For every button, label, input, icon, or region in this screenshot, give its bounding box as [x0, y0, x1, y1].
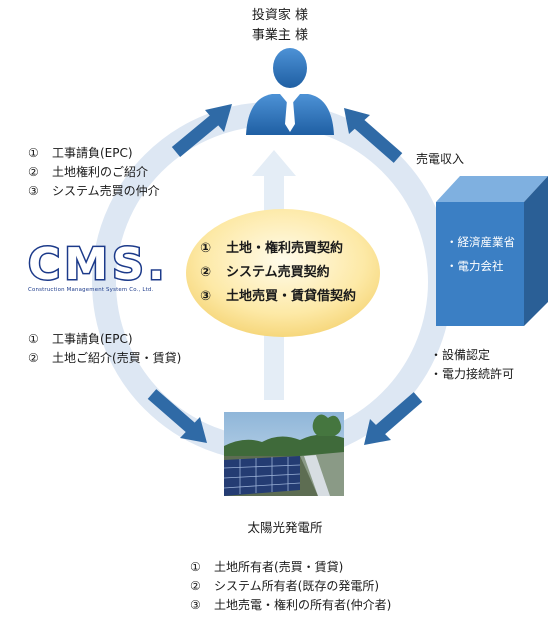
- arrow-authority-to-plant: [364, 392, 423, 445]
- authority-box: [436, 176, 548, 326]
- investor-person-icon: [246, 48, 334, 135]
- permit-item: ・設備認定: [430, 348, 491, 362]
- authority-item: ・電力会社: [446, 259, 504, 273]
- authority-item: ・経済産業省: [446, 235, 515, 249]
- authority-list: ・経済産業省 ・電力会社: [446, 230, 515, 278]
- investor-title: 投資家 様 事業主 様: [220, 6, 340, 46]
- contracts-oval: [186, 209, 380, 337]
- arrow-cms-to-plant: [147, 389, 207, 443]
- investor-title-line2: 事業主 様: [251, 28, 309, 43]
- solar-plant-photo: [223, 412, 344, 496]
- plant-caption: 太陽光発電所: [247, 520, 323, 535]
- cms-logo-tagline: Construction Management System Co., Ltd.: [28, 287, 154, 293]
- arrow-authority-to-investor: [344, 108, 403, 163]
- revenue-label: 売電収入: [416, 152, 465, 166]
- cms-logo: CMS. Construction Management System Co.,…: [27, 239, 176, 293]
- permits-list: ・設備認定 ・電力接続許可: [430, 346, 514, 384]
- arrow-cms-to-investor: [171, 104, 232, 158]
- investor-title-line1: 投資家 様: [251, 8, 309, 23]
- permit-item: ・電力接続許可: [430, 367, 515, 381]
- cms-logo-mark: CMS.: [27, 239, 169, 290]
